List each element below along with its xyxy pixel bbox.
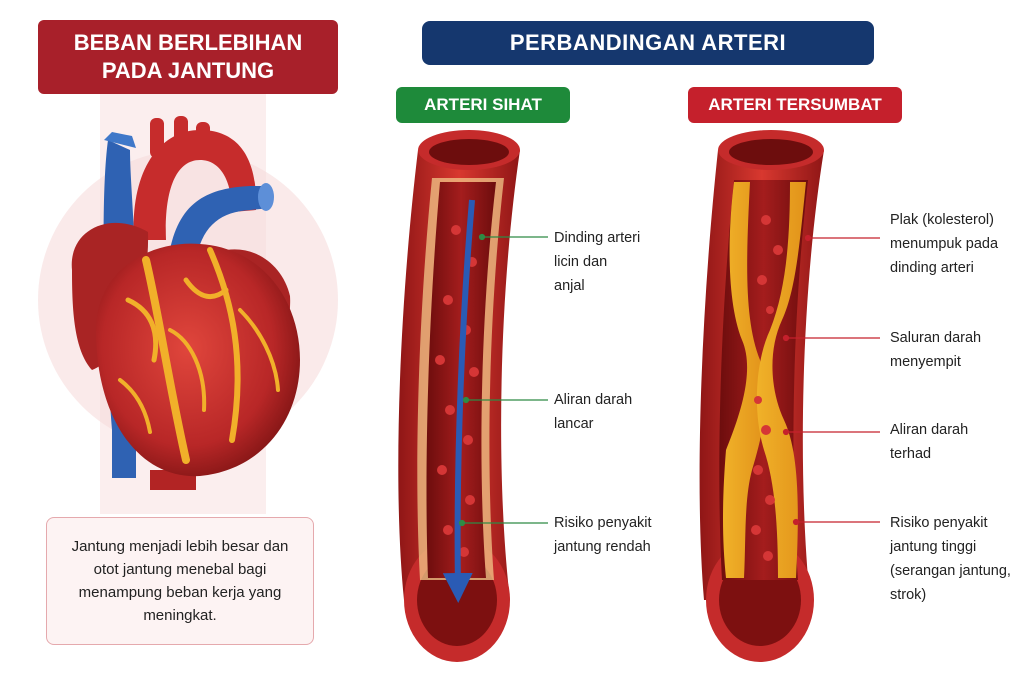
left-panel-title: BEBAN BERLEBIHAN PADA JANTUNG — [38, 20, 338, 94]
healthy-callout-flow: Aliran darah lancar — [554, 392, 633, 432]
healthy-leader-lines — [458, 233, 548, 527]
blocked-callout-risk: Risiko penyakit jantung tinggi (serangan… — [890, 515, 1011, 603]
heart-description: Jantung menjadi lebih besar dan otot jan… — [46, 517, 314, 645]
blocked-artery-tag: ARTERI TERSUMBAT — [688, 87, 902, 123]
healthy-callout-wall: Dinding arteri licin dan anjal — [554, 230, 641, 294]
comparison-title: PERBANDINGAN ARTERI — [422, 21, 874, 65]
blocked-artery-illustration — [699, 130, 824, 662]
blocked-callout-flow: Aliran darah terhad — [890, 422, 969, 462]
blocked-callout-narrowing: Saluran darah menyempit — [890, 330, 982, 370]
healthy-callout-risk: Risiko penyakit jantung rendah — [554, 515, 652, 555]
healthy-artery-illustration — [398, 130, 520, 662]
healthy-artery-tag: ARTERI SIHAT — [396, 87, 570, 123]
blood-flow-arrow — [442, 199, 475, 603]
blocked-callout-plaque: Plak (kolesterol) menumpuk pada dinding … — [890, 212, 999, 276]
blocked-leader-lines — [782, 234, 880, 526]
heart-illustration — [71, 116, 300, 490]
